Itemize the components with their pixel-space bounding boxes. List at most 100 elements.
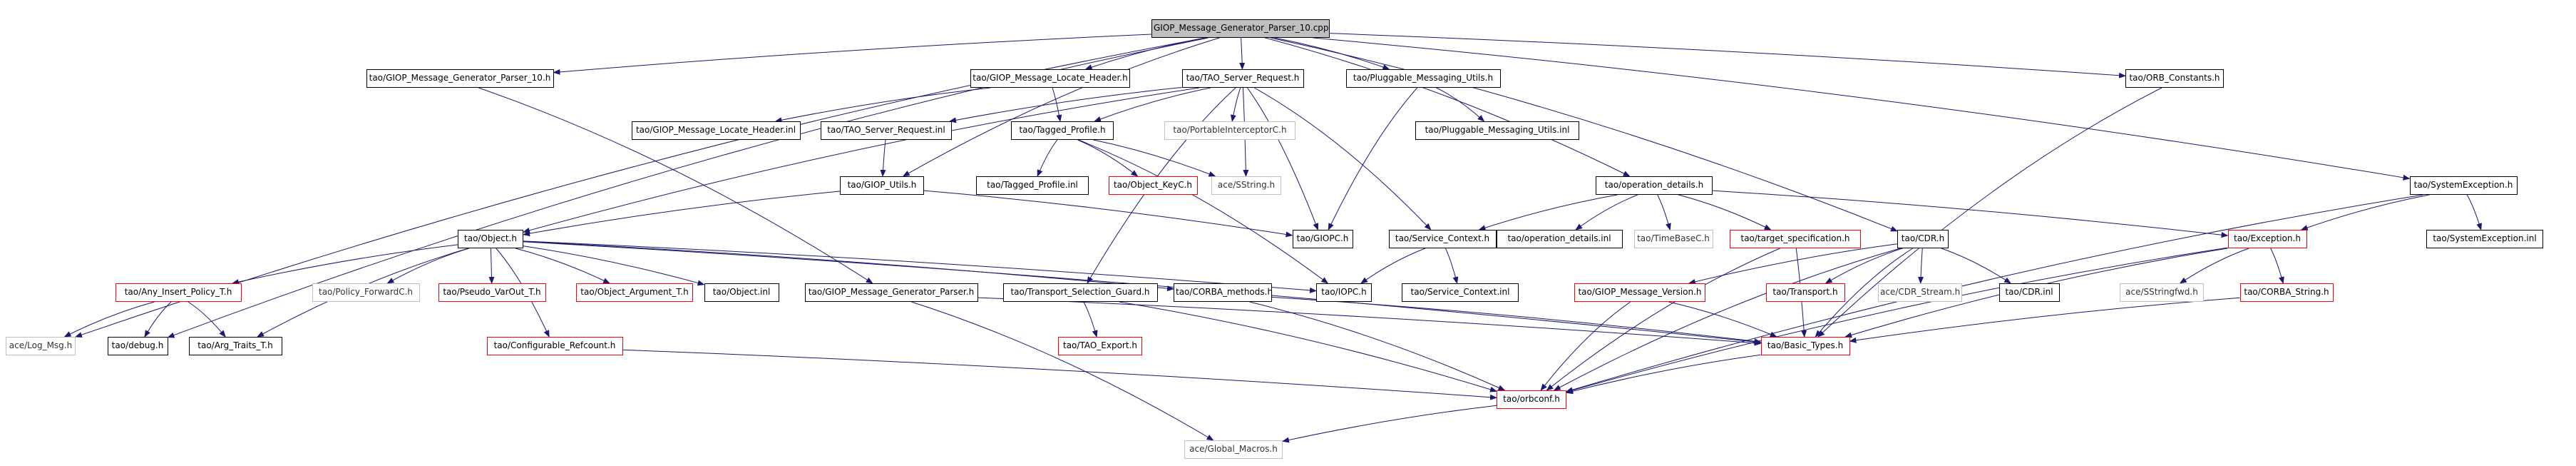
- edge-pmuh-to-giopch: [1328, 87, 1418, 231]
- node-gutilh[interactable]: tao/GIOP_Utils.h: [840, 176, 924, 195]
- edge-gmvh-to-btyp: [1668, 301, 1777, 338]
- node-aip: tao/Any_Insert_Policy_T.h: [115, 283, 242, 302]
- edge-btyp-to-orbconf: [1566, 354, 1761, 395]
- edge-cdrh-to-cdrs: [1918, 248, 1924, 284]
- edge-root-to-cdrh: [1271, 37, 1898, 232]
- edge-tsg-to-orbconf: [1119, 301, 1497, 392]
- node-gmgp10h[interactable]: tao/GIOP_Message_Generator_Parser_10.h: [366, 69, 554, 88]
- node-cstr: tao/CORBA_String.h: [2239, 283, 2334, 302]
- edge-aip-to-alog: [63, 301, 155, 338]
- node-ssfwd: ace/SStringfwd.h: [2120, 283, 2204, 302]
- node-texp: tao/TAO_Export.h: [1058, 337, 1142, 355]
- edge-opdh-to-exch: [1712, 190, 2229, 238]
- edge-tsri-to-gutilh: [880, 139, 886, 177]
- edge-cstr-to-btyp: [1849, 297, 2240, 343]
- edge-root-to-gmlh: [1084, 37, 1206, 70]
- node-dbg[interactable]: tao/debug.h: [107, 337, 168, 355]
- edge-exch-to-orbconf: [1566, 247, 2228, 393]
- node-pvo: tao/Pseudo_VarOut_T.h: [438, 283, 546, 302]
- node-tgtsp: tao/target_specification.h: [1730, 230, 1861, 248]
- edge-seh-to-orbconf: [1566, 194, 2423, 393]
- edge-root-to-orbch: [1329, 33, 2126, 78]
- edge-gutilh-to-giopch: [923, 190, 1293, 238]
- edge-tph-to-sstr: [1093, 139, 1216, 177]
- node-btyp: tao/Basic_Types.h: [1760, 337, 1850, 355]
- node-cdri[interactable]: tao/CDR.inl: [1998, 283, 2060, 302]
- node-pfwd: tao/Policy_ForwardC.h: [312, 283, 420, 302]
- edge-cmh-to-orbconf: [1249, 301, 1506, 391]
- edge-objh-to-aip: [231, 244, 458, 285]
- node-exch: tao/Exception.h: [2227, 230, 2307, 248]
- edge-gmvh-to-orbconf: [1540, 301, 1631, 391]
- edge-root-to-gmgp10h: [553, 34, 1152, 75]
- edge-exch-to-ssfwd: [2179, 248, 2249, 284]
- node-alog: ace/Log_Msg.h: [6, 337, 76, 355]
- node-att[interactable]: tao/Arg_Traits_T.h: [188, 337, 282, 355]
- edge-tsrh-to-giopch: [1247, 87, 1319, 231]
- node-orbconf: tao/orbconf.h: [1497, 390, 1566, 409]
- edge-root-to-tsrh: [1239, 37, 1246, 70]
- node-scti[interactable]: tao/Service_Context.inl: [1402, 283, 1519, 302]
- node-obji[interactable]: tao/Object.inl: [704, 283, 779, 302]
- edge-cref-to-orbconf: [622, 349, 1497, 400]
- node-pmuh[interactable]: tao/Pluggable_Messaging_Utils.h: [1345, 69, 1501, 88]
- node-okch: tao/Object_KeyC.h: [1108, 176, 1198, 195]
- edge-root-to-gutilh: [902, 37, 1220, 177]
- node-gmvh: tao/GIOP_Message_Version.h: [1574, 283, 1705, 302]
- node-tph[interactable]: tao/Tagged_Profile.h: [1011, 121, 1114, 140]
- node-objh[interactable]: tao/Object.h: [458, 230, 523, 248]
- node-iiop[interactable]: tao/IOPC.h: [1316, 283, 1372, 302]
- node-tsg[interactable]: tao/Transport_Selection_Guard.h: [1002, 283, 1158, 302]
- node-cdrh[interactable]: tao/CDR.h: [1897, 230, 1949, 248]
- edge-exch-to-cstr: [2270, 248, 2284, 284]
- node-opdh[interactable]: tao/operation_details.h: [1596, 176, 1713, 195]
- edge-cdrh-to-trh: [1825, 248, 1903, 284]
- node-cmh[interactable]: tao/CORBA_methods.h: [1174, 283, 1273, 302]
- node-tbch: tao/TimeBaseC.h: [1633, 230, 1713, 248]
- node-gmgph[interactable]: tao/GIOP_Message_Generator_Parser.h: [804, 283, 978, 302]
- node-gmlhi[interactable]: tao/GIOP_Message_Locate_Header.inl: [631, 121, 801, 140]
- node-tsrh[interactable]: tao/TAO_Server_Request.h: [1181, 69, 1304, 88]
- edge-gmgp10h-to-gmgph: [478, 87, 873, 284]
- edge-orbch-to-btyp: [1817, 87, 2162, 338]
- node-sstr: ace/SString.h: [1211, 176, 1281, 195]
- edge-tph-to-tpi: [1037, 139, 1058, 177]
- edge-root-to-opdh: [1265, 37, 1631, 177]
- edge-seh-to-sei: [2466, 194, 2482, 231]
- edge-gmlh-to-gmlhi: [774, 87, 991, 123]
- edge-scth-to-iiop: [1360, 248, 1426, 284]
- edge-tsrh-to-pic: [1230, 87, 1241, 122]
- edge-tph-to-okch: [1077, 139, 1139, 177]
- edge-root-to-pmuh: [1274, 37, 1390, 70]
- node-tpi[interactable]: tao/Tagged_Profile.inl: [976, 176, 1089, 195]
- edge-root-to-seh: [1313, 37, 2411, 181]
- edge-gmlh-to-tph: [1052, 87, 1062, 122]
- edge-opdh-to-opdi: [1575, 194, 1638, 231]
- edge-opdh-to-scth: [1478, 194, 1618, 231]
- edge-objh-to-oat: [515, 248, 610, 284]
- edge-aip-to-dbg: [144, 301, 172, 338]
- node-scth[interactable]: tao/Service_Context.h: [1388, 230, 1497, 248]
- edge-tsrh-to-tsg: [1087, 87, 1236, 284]
- node-tsri[interactable]: tao/TAO_Server_Request.inl: [821, 121, 952, 140]
- edge-seh-to-exch: [2300, 194, 2430, 231]
- node-orbch[interactable]: tao/ORB_Constants.h: [2125, 69, 2224, 88]
- edge-tgtsp-to-orbconf: [1546, 248, 1780, 391]
- edge-gmgph-to-btyp: [977, 297, 1762, 346]
- node-trh: tao/Transport.h: [1765, 283, 1845, 302]
- node-sei[interactable]: tao/SystemException.inl: [2426, 230, 2543, 248]
- node-oat: tao/Object_Argument_T.h: [576, 283, 693, 302]
- node-pmui[interactable]: tao/Pluggable_Messaging_Utils.inl: [1415, 121, 1579, 140]
- node-seh[interactable]: tao/SystemException.h: [2409, 176, 2518, 195]
- edge-objh-to-cmh: [523, 240, 1174, 292]
- edge-cdrh-to-orbconf: [1553, 248, 1901, 391]
- node-gmac: ace/Global_Macros.h: [1184, 440, 1283, 459]
- edge-gmgph-to-gmac: [911, 301, 1214, 441]
- node-opdi[interactable]: tao/operation_details.inl: [1496, 230, 1623, 248]
- edge-tsrh-to-scth: [1253, 87, 1432, 231]
- edge-orbconf-to-gmac: [1282, 405, 1497, 443]
- node-gmlh[interactable]: tao/GIOP_Message_Locate_Header.h: [970, 69, 1130, 88]
- edge-aip-to-att: [188, 301, 226, 338]
- node-giopch[interactable]: tao/GIOPC.h: [1292, 230, 1353, 248]
- edge-cdrh-to-btyp: [1815, 248, 1913, 338]
